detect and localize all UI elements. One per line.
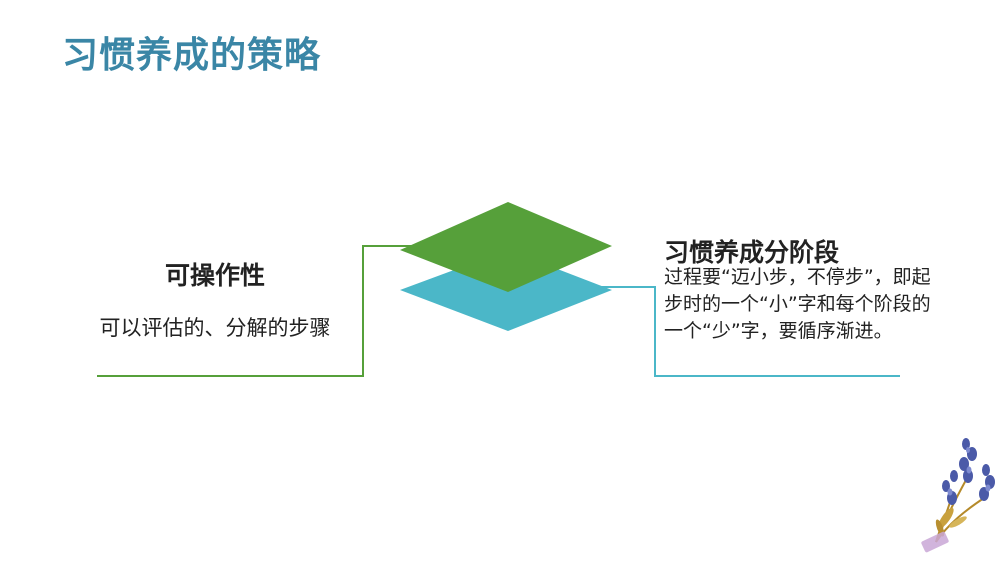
green-rhombus [400,202,612,292]
slide-title: 习惯养成的策略 [62,35,322,76]
left-connector-line [97,245,418,377]
left-heading: 可操作性 [164,261,265,290]
left-body-text: 可以评估的、分解的步骤 [99,316,331,340]
lavender-flower-icon [921,438,995,553]
right-heading: 习惯养成分阶段 [664,238,840,267]
right-body-text: 过程要“迈小步，不停步”，即起步时的一个“小”字和每个阶段的一个“少”字，要循序… [664,266,931,342]
right-connector-line [590,286,900,377]
